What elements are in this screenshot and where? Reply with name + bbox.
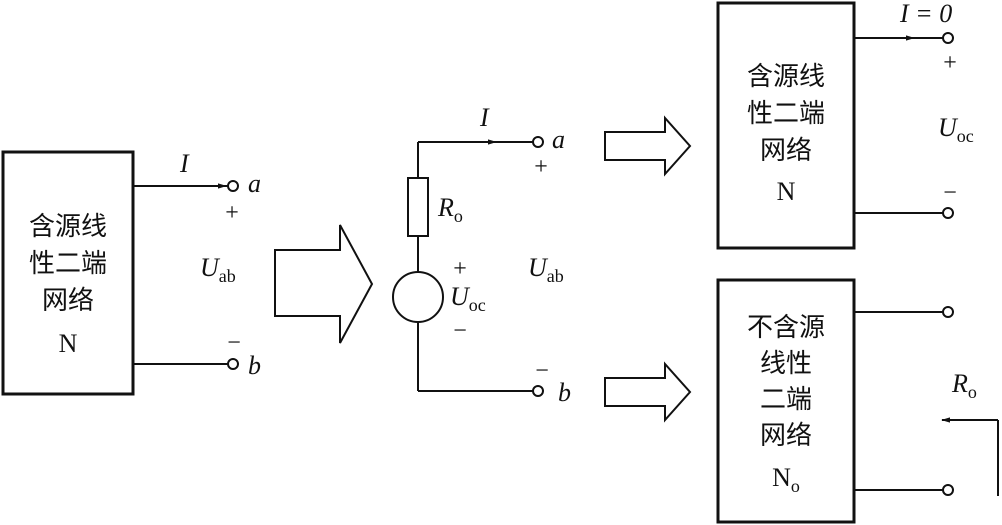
left-terminal-a-label: a <box>248 169 261 198</box>
left-minus-sign: − <box>227 330 241 356</box>
top-right-box-line2: 性二端 <box>747 99 825 129</box>
voltage-source-uoc <box>392 271 444 323</box>
top-right-box-line1: 含源线 <box>747 62 825 92</box>
zero-current-label: I = 0 <box>899 0 952 28</box>
top-right-terminal-minus <box>942 207 954 219</box>
middle-voltage-label: Uab <box>528 253 564 286</box>
left-box-line2: 性二端 <box>29 249 107 279</box>
middle-current-label: I <box>479 103 490 132</box>
left-network: 含源线 性二端 网络 N I a b + − Uab <box>1 149 261 396</box>
bottom-right-box-line2: 线性 <box>760 349 812 379</box>
bottom-right-network-box <box>716 278 856 524</box>
left-box-line3: 网络 <box>42 286 94 316</box>
bottom-right-terminal-top <box>942 306 954 318</box>
top-right-plus-sign: + <box>943 50 957 76</box>
top-right-terminal-plus <box>942 32 954 44</box>
bottom-right-box-line1: 不含源 <box>747 313 825 343</box>
middle-terminal-a <box>532 136 544 148</box>
resistor-label: Ro <box>437 193 463 226</box>
top-right-minus-sign: − <box>943 180 957 206</box>
open-circuit-network: 含源线 性二端 网络 N I = 0 + − Uoc <box>716 0 974 250</box>
resistor-ro <box>407 177 429 237</box>
open-circuit-voltage-label: Uoc <box>938 113 974 146</box>
left-voltage-label: Uab <box>200 253 236 286</box>
left-box-line1: 含源线 <box>29 212 107 242</box>
source-plus-sign: + <box>453 256 467 282</box>
passive-network: 不含源 线性 二端 网络 No Ro <box>716 278 999 524</box>
top-right-box-line3: 网络 <box>760 136 812 166</box>
top-right-box-line4: N <box>777 177 796 206</box>
left-plus-sign: + <box>225 200 239 226</box>
small-arrow-to-open-circuit <box>604 115 692 177</box>
source-minus-sign: − <box>453 318 467 344</box>
bottom-right-box-line5: No <box>772 463 800 496</box>
middle-terminal-a-label: a <box>552 125 565 154</box>
left-terminal-b-label: b <box>248 351 261 380</box>
bottom-right-box-line4: 网络 <box>760 421 812 451</box>
big-transform-arrow <box>274 224 374 344</box>
left-network-box <box>1 150 135 396</box>
middle-terminal-b <box>532 385 544 397</box>
thevenin-equivalent: I a b + − Ro + Uoc − Uab <box>392 103 571 407</box>
middle-plus-sign: + <box>534 154 548 180</box>
top-right-network-box <box>716 1 856 250</box>
left-terminal-a <box>227 180 239 192</box>
left-box-line4: N <box>59 329 78 358</box>
left-terminal-b <box>227 358 239 370</box>
source-label: Uoc <box>450 282 486 315</box>
middle-minus-sign: − <box>535 358 549 384</box>
bottom-right-terminal-bottom <box>942 484 954 496</box>
bottom-right-box-line3: 二端 <box>760 385 812 415</box>
small-arrow-to-passive-network <box>604 361 692 423</box>
middle-terminal-b-label: b <box>558 378 571 407</box>
equivalent-resistance-label: Ro <box>951 369 977 402</box>
left-current-label: I <box>179 149 190 178</box>
